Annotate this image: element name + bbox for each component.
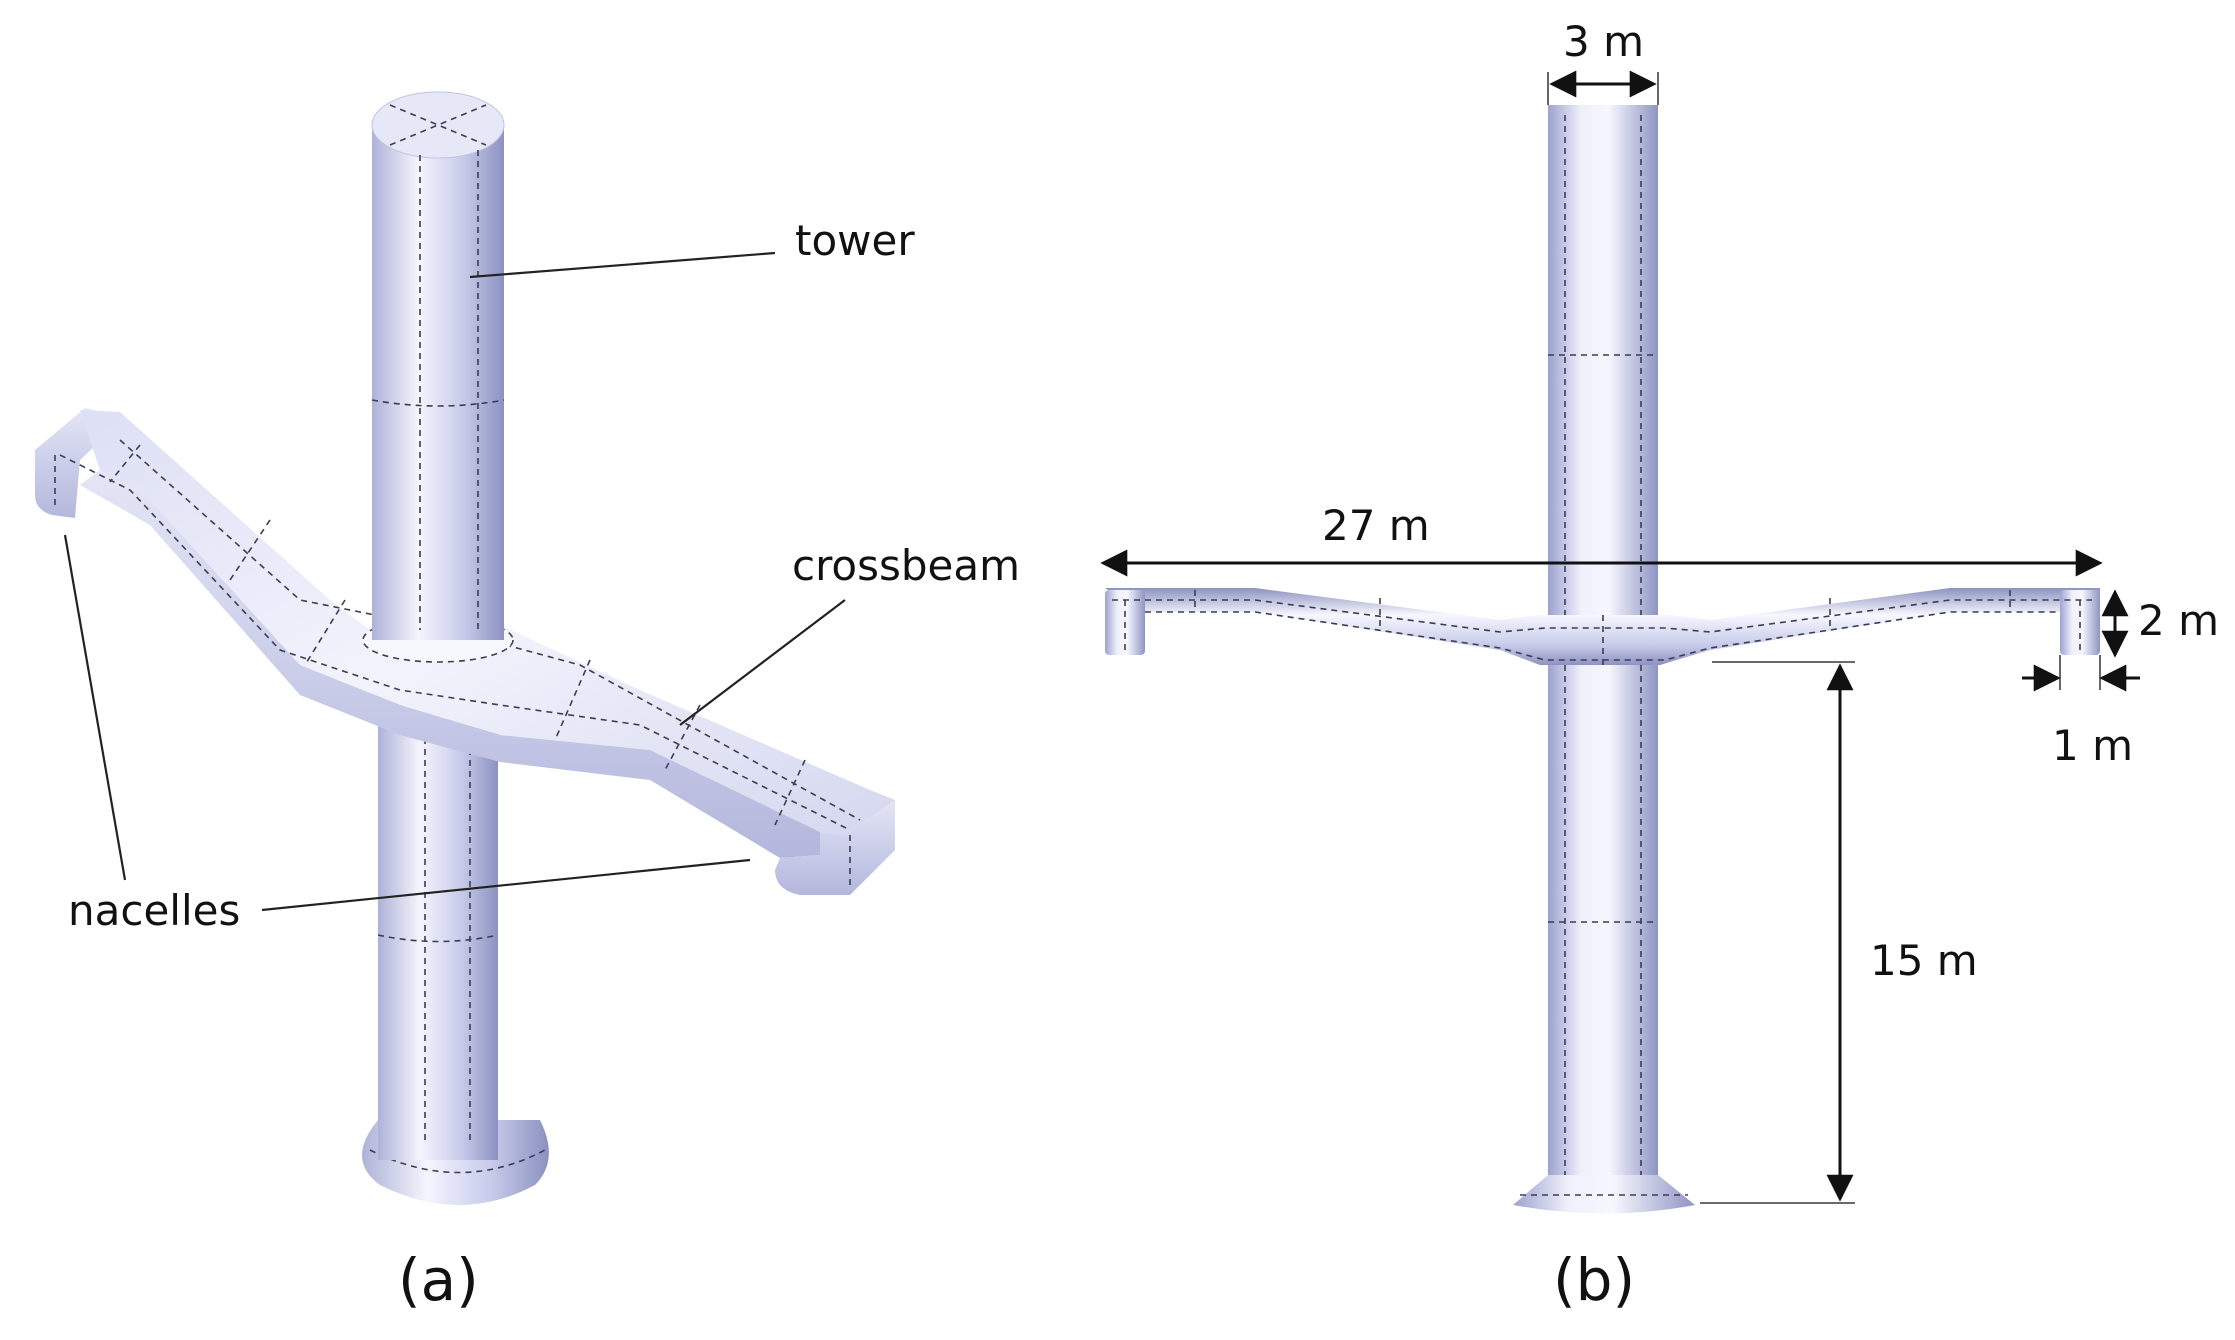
crossbeam-leader-line [679, 599, 846, 726]
nacelle-left-leader-line [63, 534, 127, 881]
dim-3m-label: 3 m [1563, 17, 1644, 66]
dim-nacelle-height: 2 m [2101, 589, 2219, 658]
dim-15m-label: 15 m [1870, 936, 1978, 985]
dim-tower-diameter: 3 m [1547, 17, 1659, 105]
tower-leader-line [469, 251, 776, 279]
nacelle-right-leader-line [261, 858, 751, 912]
dim-27m-label: 27 m [1322, 501, 1430, 550]
crossbeam-a [35, 408, 895, 895]
dim-2m-label: 2 m [2138, 596, 2219, 645]
panel-a-caption: (a) [398, 1246, 479, 1314]
dim-span: 27 m [1100, 501, 2103, 577]
crossbeam-label: crossbeam [792, 541, 1020, 590]
tower-a-upper [371, 91, 505, 640]
panel-b: 3 m 27 m 2 m 1 m 15 m (b) [1100, 17, 2219, 1314]
panel-b-caption: (b) [1553, 1246, 1635, 1314]
panel-a: tower crossbeam nacelles (a) [35, 91, 1020, 1314]
dim-1m-label: 1 m [2052, 721, 2133, 770]
dim-nacelle-width: 1 m [2022, 655, 2140, 770]
crossbeam-b [1105, 588, 2100, 665]
nacelles-label: nacelles [68, 886, 240, 935]
dim-height-to-base: 15 m [1700, 661, 1978, 1204]
tower-label: tower [795, 216, 915, 265]
